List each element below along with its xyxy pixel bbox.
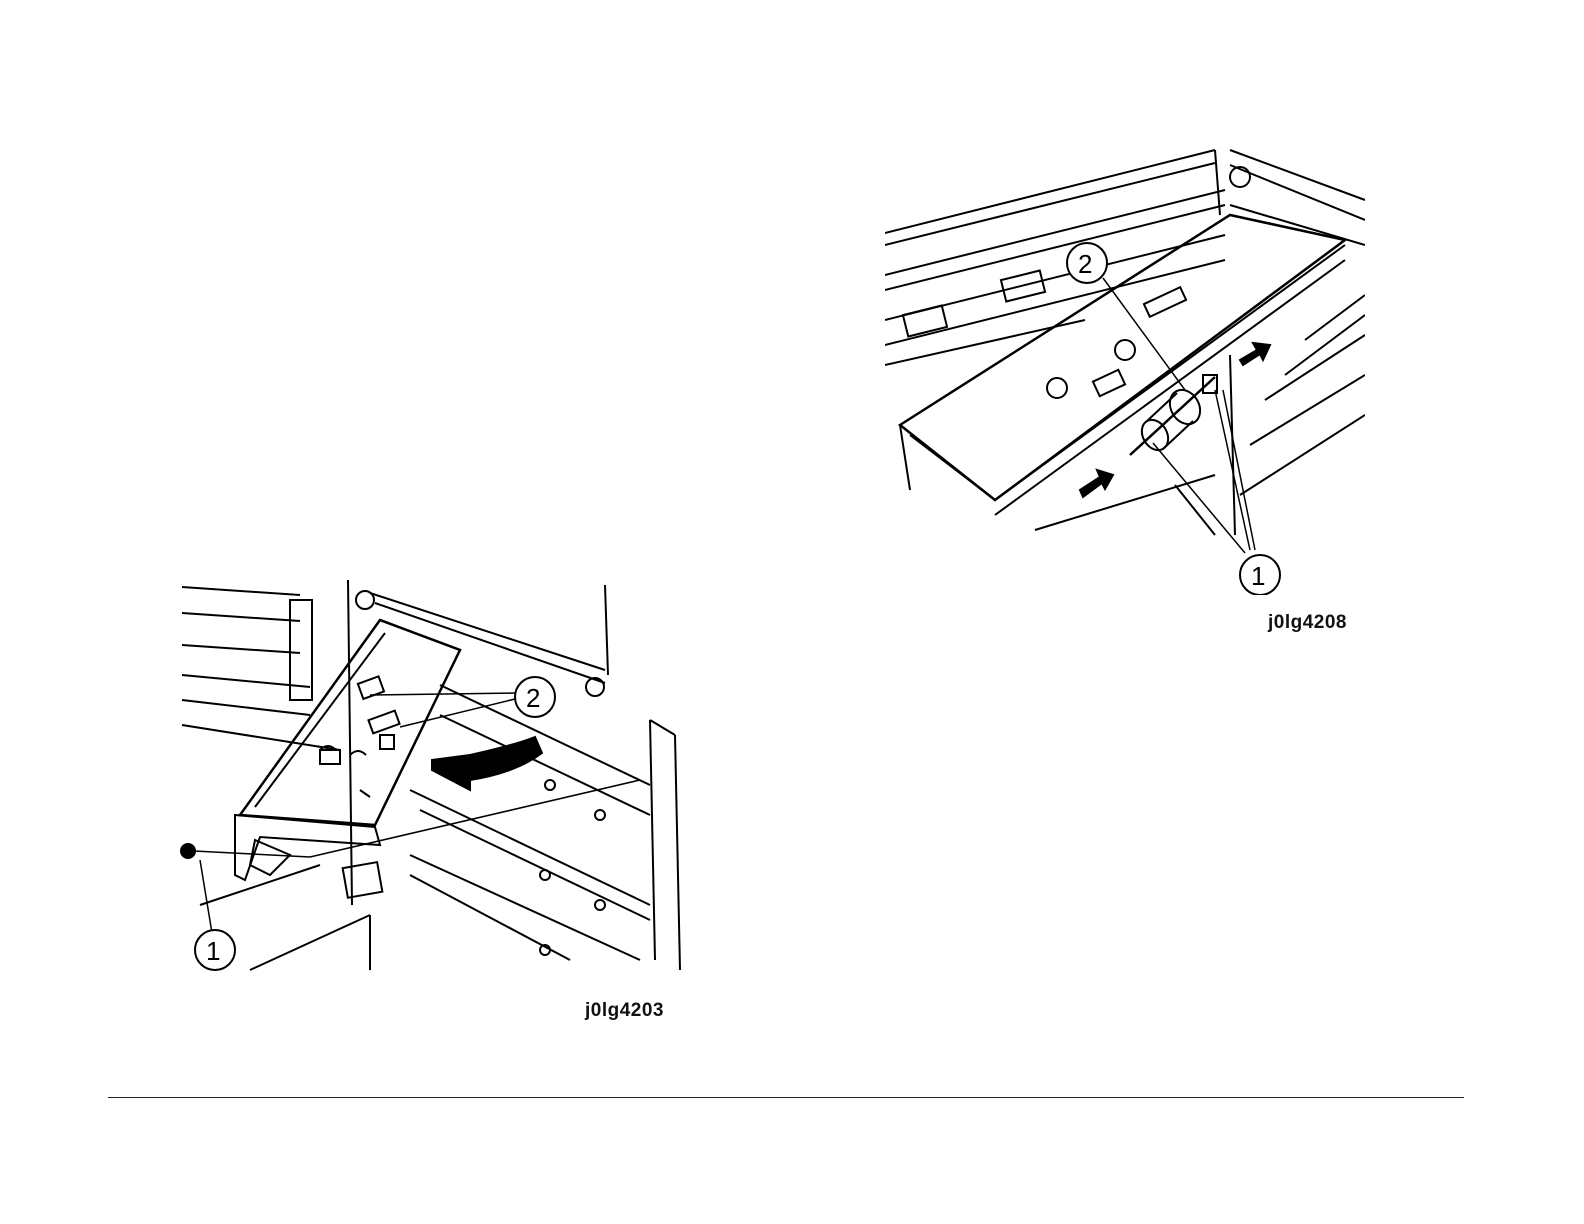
footer-divider <box>108 1097 1464 1098</box>
left-line-drawing: 1 2 <box>170 575 690 975</box>
figure-id-label-left: j0lg4203 <box>585 1000 664 1022</box>
callout-2-left: 2 <box>526 683 540 713</box>
figure-right-illustration: 2 1 <box>885 145 1365 595</box>
callout-1-left: 1 <box>206 936 220 966</box>
right-line-drawing: 2 1 <box>885 145 1365 595</box>
callout-2-right: 2 <box>1078 249 1092 279</box>
figure-id-label-right: j0lg4208 <box>1268 612 1347 634</box>
callout-1-right: 1 <box>1251 561 1265 591</box>
figure-left-illustration: 1 2 <box>170 575 690 975</box>
